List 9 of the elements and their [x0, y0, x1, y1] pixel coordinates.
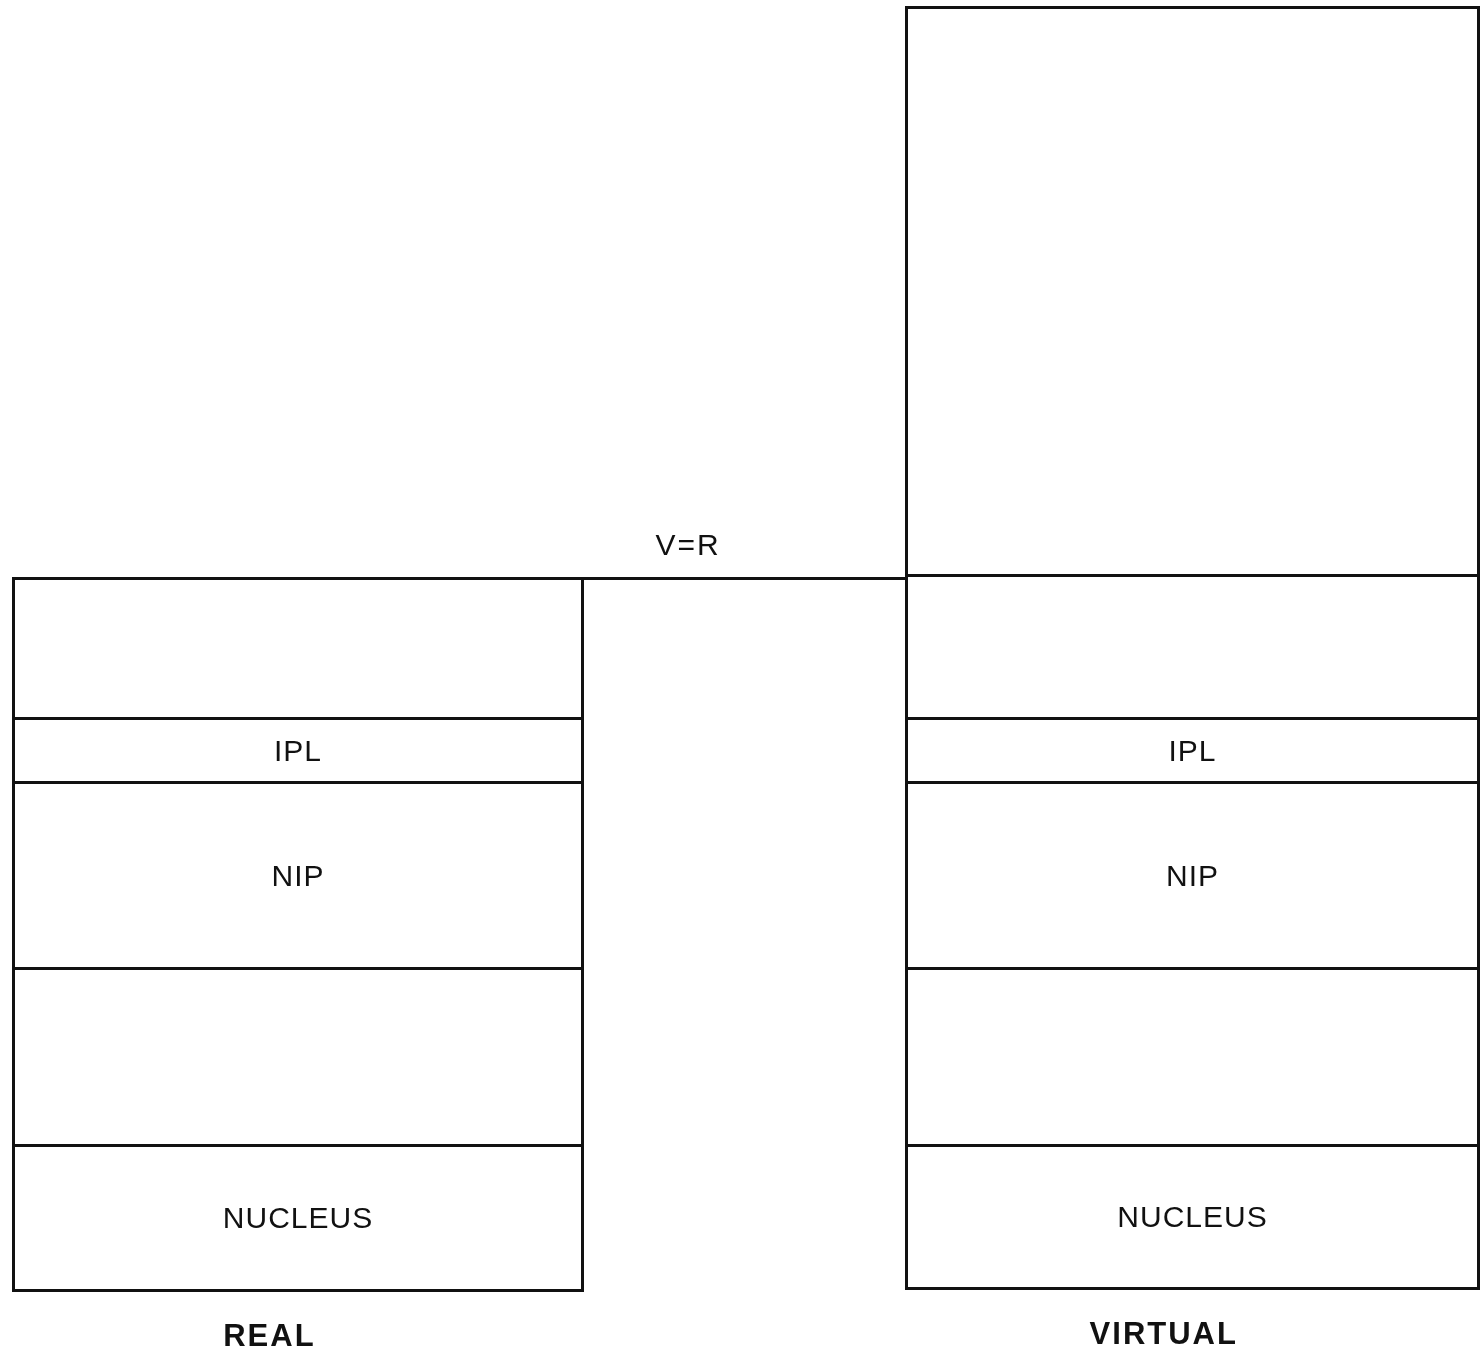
region-label: NIP — [1166, 858, 1219, 893]
column-caption: REAL — [223, 1318, 316, 1354]
region-label: IPL — [274, 733, 322, 768]
region-label: NIP — [271, 858, 325, 893]
boundary-label: V=R — [655, 528, 721, 562]
region-label: IPL — [1168, 733, 1217, 768]
column-caption: VIRTUAL — [1089, 1316, 1238, 1352]
region-label: NUCLEUS — [222, 1201, 374, 1235]
region-label: NUCLEUS — [1117, 1200, 1268, 1234]
